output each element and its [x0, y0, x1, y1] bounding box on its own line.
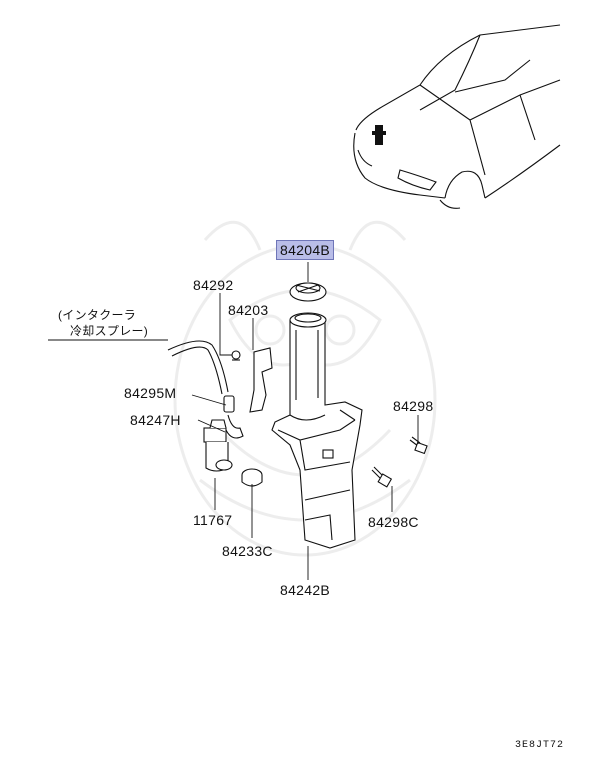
callout-84203[interactable]: 84203 [228, 302, 269, 318]
grommet-part [241, 468, 263, 487]
callout-84247H[interactable]: 84247H [130, 412, 181, 428]
bolt-parts [371, 436, 428, 488]
callout-11767[interactable]: 11767 [193, 512, 233, 528]
diagram-code: 3E8JT72 [515, 740, 565, 751]
washer-tank-part [271, 312, 363, 549]
leader-lines [48, 262, 419, 580]
connector-part [223, 395, 244, 439]
note-line-1: (インタクーラ [58, 308, 137, 322]
callout-84298[interactable]: 84298 [393, 398, 434, 414]
callout-84242B[interactable]: 84242B [280, 582, 331, 598]
callout-84298C[interactable]: 84298C [368, 514, 419, 530]
vehicle-location-icon [353, 24, 561, 209]
note-line-2: 冷却スプレー) [70, 324, 149, 338]
callout-84292[interactable]: 84292 [193, 277, 234, 293]
callout-84233C[interactable]: 84233C [222, 543, 273, 559]
bracket-part [231, 347, 273, 413]
callout-84204B[interactable]: 84204B [276, 240, 335, 260]
callout-84295M[interactable]: 84295M [124, 385, 177, 401]
filler-cap-part [289, 282, 327, 302]
hose-part [167, 340, 229, 395]
